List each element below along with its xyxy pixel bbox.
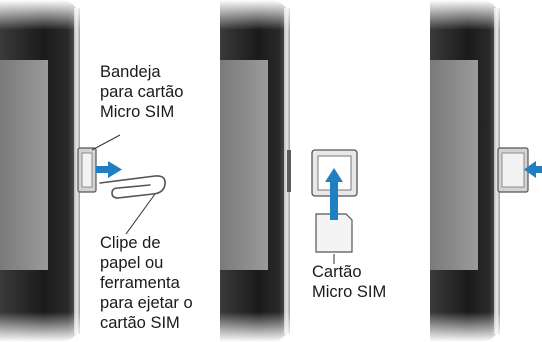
leader-lines-1 — [91, 134, 156, 235]
micro-sim-card-label: Cartão Micro SIM — [312, 263, 387, 301]
micro-sim-card — [315, 213, 353, 253]
phone-1 — [0, 0, 80, 342]
paper-clip-label: Clipe de papel ou ferramenta para ejetar… — [100, 234, 193, 332]
insert-card-arrow — [325, 168, 343, 220]
eject-arrow — [96, 161, 122, 178]
sim-tray-inserting — [497, 147, 529, 193]
sim-tray-ejected — [77, 147, 97, 193]
phone-2 — [220, 0, 300, 342]
insert-tray-arrow — [524, 161, 542, 178]
phone-3 — [430, 0, 510, 342]
sim-tray-label: Bandeja para cartão Micro SIM — [100, 63, 184, 121]
paper-clip-icon — [99, 175, 166, 199]
